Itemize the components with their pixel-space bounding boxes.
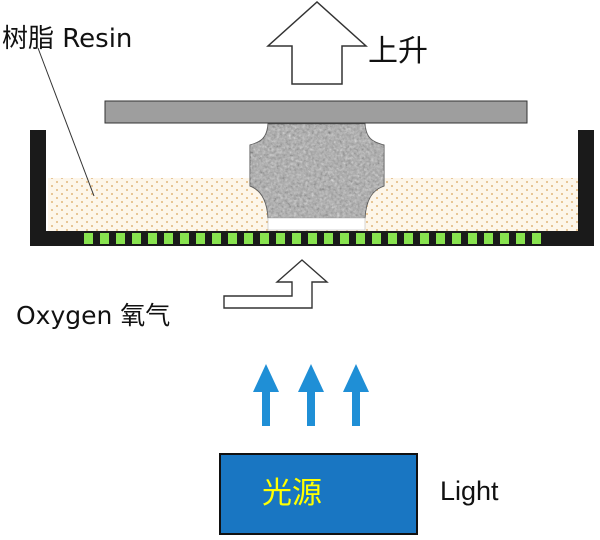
light-source-label: 光源: [262, 476, 322, 511]
rise-label: 上升: [368, 34, 428, 69]
oxygen-permeable-window: [80, 231, 548, 246]
window-cell: [404, 233, 413, 244]
window-cell: [260, 233, 269, 244]
window-cell: [516, 233, 525, 244]
window-cell: [84, 233, 93, 244]
window-cell: [148, 233, 157, 244]
oxygen-label: Oxygen 氧气: [16, 301, 171, 330]
light-arrow-icon: [253, 364, 279, 426]
light-source-box: [219, 453, 418, 535]
window-cell: [532, 233, 541, 244]
window-cell: [308, 233, 317, 244]
window-cell: [292, 233, 301, 244]
window-cell: [484, 233, 493, 244]
window-cell: [100, 233, 109, 244]
window-cell: [452, 233, 461, 244]
window-cell: [500, 233, 509, 244]
oxygen-arrow-icon: [223, 259, 329, 309]
build-plate: [104, 100, 528, 124]
tray-right-wall: [578, 130, 594, 246]
window-cell: [180, 233, 189, 244]
light-arrows: [253, 364, 369, 426]
window-cell: [276, 233, 285, 244]
window-cell: [244, 233, 253, 244]
tray-floor-left: [30, 231, 80, 246]
window-cell: [356, 233, 365, 244]
window-cell: [212, 233, 221, 244]
window-cell: [116, 233, 125, 244]
window-cell: [324, 233, 333, 244]
window-cell: [132, 233, 141, 244]
light-arrow-icon: [343, 364, 369, 426]
tray-floor-right: [548, 231, 594, 246]
printed-part: [249, 123, 385, 231]
light-label: Light: [440, 476, 499, 506]
window-cell: [164, 233, 173, 244]
window-cell: [340, 233, 349, 244]
rise-arrow-icon: [266, 0, 368, 85]
window-cell: [436, 233, 445, 244]
light-arrow-icon: [298, 364, 324, 426]
window-cell: [228, 233, 237, 244]
tray-left-wall: [30, 130, 46, 246]
window-cell: [388, 233, 397, 244]
window-cell: [372, 233, 381, 244]
resin-label: 树脂 Resin: [2, 24, 133, 54]
window-cell: [468, 233, 477, 244]
window-cell: [420, 233, 429, 244]
window-cell: [196, 233, 205, 244]
